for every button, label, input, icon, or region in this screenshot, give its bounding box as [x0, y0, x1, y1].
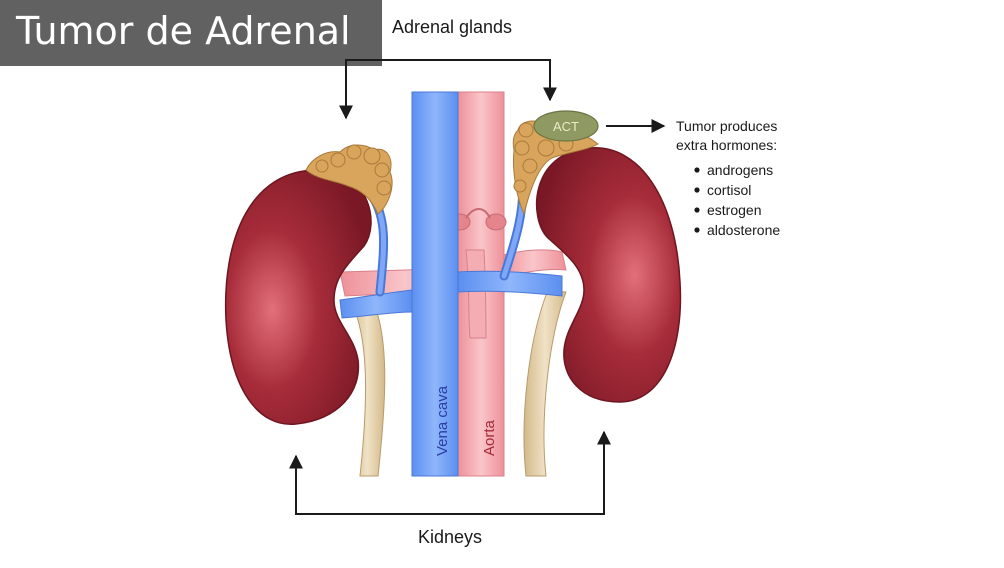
tumor-note-line2: extra hormones:	[676, 137, 777, 153]
kidneys-label: Kidneys	[418, 527, 482, 547]
left-renal-vein	[339, 289, 413, 319]
aorta-branch	[465, 249, 487, 339]
slide-title: Tumor de Adrenal	[0, 0, 382, 66]
bullet-icon	[694, 227, 700, 233]
adrenal-glands-label: Adrenal glands	[392, 17, 512, 37]
tumor-note-line1: Tumor produces	[676, 118, 777, 134]
hormone-item: aldosterone	[707, 222, 780, 238]
bullet-icon	[694, 207, 700, 213]
kidneys-bracket	[289, 430, 611, 515]
adrenal-glands-bracket	[339, 59, 557, 120]
right-renal-vein	[457, 270, 563, 297]
left-ureter	[349, 299, 386, 477]
hormone-item: estrogen	[707, 202, 761, 218]
vena-cava-label: Vena cava	[434, 385, 451, 456]
aorta-label: Aorta	[481, 419, 498, 456]
left-kidney	[224, 169, 372, 425]
tumor-label: ACT	[553, 119, 579, 134]
hormone-item: androgens	[707, 162, 773, 178]
vena-cava	[411, 91, 459, 477]
celiac-branch-right	[485, 213, 507, 231]
right-adrenal-gland	[512, 120, 599, 216]
hormone-item: cortisol	[707, 182, 751, 198]
bullet-icon	[694, 167, 700, 173]
hormone-list: androgens cortisol estrogen aldosterone	[694, 162, 780, 238]
bullet-icon	[694, 187, 700, 193]
left-adrenal-gland	[305, 144, 393, 215]
right-ureter	[523, 289, 567, 477]
right-kidney	[535, 147, 682, 403]
